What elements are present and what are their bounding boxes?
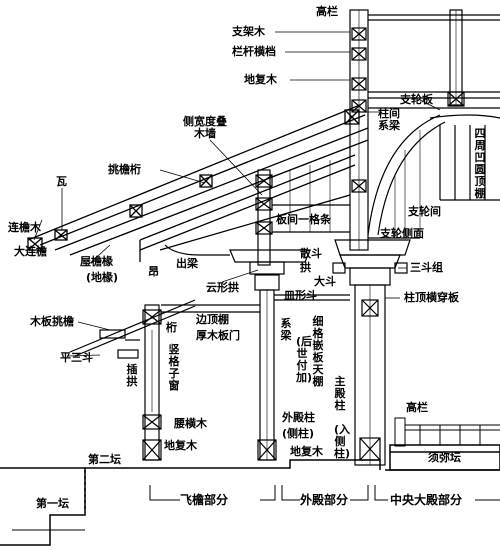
label-cha-gong: 插拱: [126, 363, 138, 388]
label-difumu-mid: 地复木: [290, 445, 323, 458]
section-zhongyang: 中央大殿部分: [390, 493, 463, 507]
outer-column: [254, 274, 350, 461]
label-wuyan-chuan: 屋檐椽: [80, 255, 113, 268]
label-difumu-top: 地复木: [244, 73, 277, 86]
label-yunxing-gong: 云形拱: [206, 281, 239, 294]
label-zhu-dian-zhu: 主殿柱: [334, 375, 346, 412]
label-tiaoyan-heng: 挑檐桁: [108, 163, 141, 176]
label-ang: 昂: [148, 265, 159, 278]
label-houmu-banmen: 厚木板门: [196, 329, 240, 342]
label-da-lianyan: 大连檐: [14, 245, 47, 258]
label-mindou: 皿形斗: [284, 289, 317, 302]
section-feiyan: 飞檐部分: [180, 493, 229, 507]
label-ping-san-dou: 平三斗: [60, 351, 93, 364]
label-ce-kuandu-diemu-qiang: 侧宽度叠木墙: [183, 115, 227, 140]
label-wai-dian-zhu: 外殿柱: [282, 411, 315, 424]
section-waidian: 外殿部分: [300, 493, 349, 507]
section-brackets: [149, 485, 500, 501]
label-di-er-tan: 第二坛: [88, 453, 121, 466]
label-xumi-tan: 须弥坛: [428, 451, 461, 464]
label-bian-dingpeng: 边顶棚: [196, 313, 229, 326]
label-hou-shi-fu-jia: (后世付加): [296, 335, 313, 384]
leader-lines: [33, 31, 441, 357]
label-ce-zhu: (侧柱): [282, 427, 315, 440]
label-ru-ce-zhu: (入侧柱): [334, 423, 351, 460]
label-muban-tiaoyan: 木板挑檐: [30, 315, 74, 328]
label-sandouzu: 三斗组: [410, 261, 443, 274]
label-dadou: 大斗: [314, 275, 336, 288]
label-saodou: 散斗: [300, 247, 322, 260]
label-gaolan-right: 高栏: [406, 401, 428, 414]
label-yao-heng-mu: 腰横木: [174, 417, 207, 430]
main-roof: [27, 104, 369, 262]
label-chuqi: 出梁: [176, 257, 198, 270]
lean-to: [69, 299, 260, 461]
platforms: [0, 444, 500, 546]
label-banjian-getiao: 板间一格条: [276, 213, 331, 226]
label-wa: 瓦: [56, 175, 67, 188]
label-gaolan-top: 高栏: [316, 5, 338, 18]
label-xiliang: 系梁: [280, 317, 292, 342]
label-zhilunjian: 支轮间: [408, 205, 441, 218]
upper-structure: [349, 9, 500, 251]
label-zhilunban: 支轮板: [400, 93, 433, 106]
label-difumu-low: 地复木: [164, 439, 197, 452]
mid-post: [164, 160, 350, 275]
label-di-yi-tan: 第一坛: [36, 497, 69, 510]
label-zhilun-cemian: 支轮侧面: [380, 227, 424, 240]
label-langan-hengdang: 栏杆横档: [232, 45, 276, 58]
label-zhuding-hengchuanban: 柱顶横穿板: [404, 291, 459, 304]
label-sizhou-ao-yuan-ding-peng: 四周凹圆顶棚: [474, 127, 486, 200]
label-zhijiamu: 支架木: [232, 25, 265, 38]
label-zhujian-xijia: 柱间系梁: [378, 107, 400, 132]
dais-railing: [394, 417, 500, 447]
label-xige-qianban-tianpeng: 细格嵌板天棚: [312, 315, 324, 388]
label-di-chuan: (地椽): [86, 271, 119, 284]
label-lianyan-mu: 连檐木: [8, 221, 41, 234]
label-heng-small: 桁: [166, 321, 177, 334]
label-shu-ge-zi-chuang: 竖格子窗: [168, 343, 180, 392]
label-gong: 拱: [300, 261, 311, 274]
central-column: [332, 239, 411, 466]
